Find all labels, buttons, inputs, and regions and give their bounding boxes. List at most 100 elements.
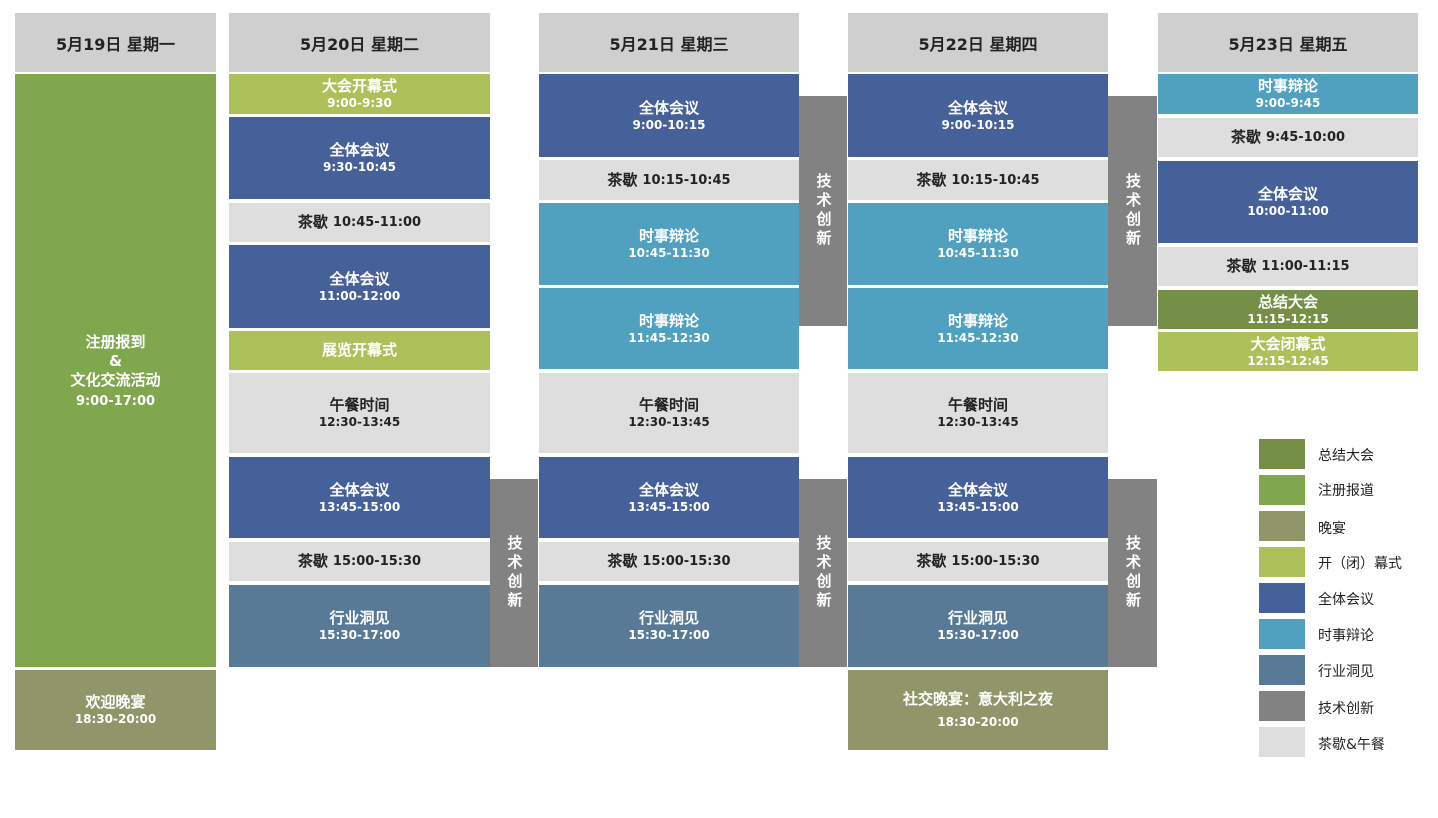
session-title: 总结大会 xyxy=(1257,292,1318,311)
session-registration: 注册报到 & 文化交流活动 9:00-17:00 xyxy=(15,74,216,667)
session-tech: 技术创新 xyxy=(490,479,538,667)
session-title: 行业洞见 xyxy=(947,609,1008,627)
session-tech: 技术创新 xyxy=(1108,96,1157,326)
session-time: 15:00-15:30 xyxy=(332,554,422,569)
session-time: 15:30-17:00 xyxy=(318,628,401,642)
session-title: 全体会议 xyxy=(329,480,390,499)
session-time: 10:45-11:30 xyxy=(937,246,1019,260)
session-title: 午餐时间 xyxy=(947,396,1008,414)
session-time: 11:45-12:30 xyxy=(628,330,710,345)
session-time: 9:00-9:30 xyxy=(327,96,392,110)
session-time: 11:00-12:00 xyxy=(318,288,401,303)
session-title: 全体会议 xyxy=(638,480,699,499)
session-title: 全体会议 xyxy=(947,98,1008,117)
session-tech: 技术创新 xyxy=(799,479,847,667)
session-time: 12:30-13:45 xyxy=(318,415,401,429)
day-header: 5月20日 星期二 xyxy=(229,13,490,72)
session-title: 午餐时间 xyxy=(638,396,699,414)
session-time: 10:00-11:00 xyxy=(1247,204,1329,218)
session-time: 13:45-15:00 xyxy=(318,499,401,514)
session-time: 18:30-20:00 xyxy=(937,715,1019,729)
day-header: 5月22日 星期四 xyxy=(848,13,1108,72)
day-label: 5月19日 星期一 xyxy=(56,34,175,54)
legend-swatch xyxy=(1259,511,1305,541)
session-title: 茶歇 xyxy=(1226,257,1257,275)
session-title: 茶歇 xyxy=(1230,128,1261,146)
session-title: 技术创新 xyxy=(814,173,833,249)
session-title: 全体会议 xyxy=(329,141,390,159)
session-title: 时事辩论 xyxy=(638,227,699,245)
session-time: 15:30-17:00 xyxy=(937,628,1019,642)
day-label: 5月21日 星期三 xyxy=(609,34,729,54)
session-title: 行业洞见 xyxy=(329,609,390,627)
session-time: 9:30-10:45 xyxy=(322,160,397,174)
session-title: 全体会议 xyxy=(329,269,390,288)
session-time: 15:00-15:30 xyxy=(951,554,1040,569)
session-title: 技术创新 xyxy=(814,535,833,611)
session-time: 9:45-10:00 xyxy=(1265,130,1346,145)
legend-label: 晚宴 xyxy=(1318,521,1346,537)
session-tea: 茶歇 10:45-11:00 xyxy=(229,203,490,242)
legend-label: 全体会议 xyxy=(1318,592,1374,608)
session-title: 茶歇 xyxy=(297,552,328,570)
session-tech: 技术创新 xyxy=(1108,479,1157,667)
day-label: 5月20日 星期二 xyxy=(300,34,419,54)
session-time: 10:45-11:30 xyxy=(628,246,710,260)
session-tech: 技术创新 xyxy=(799,96,847,326)
legend-label: 时事辩论 xyxy=(1318,628,1374,644)
session-title: 茶歇 xyxy=(607,170,638,189)
session-time: 11:15-12:15 xyxy=(1247,311,1329,326)
legend-swatch xyxy=(1259,727,1305,757)
session-title: 技术创新 xyxy=(505,535,524,611)
legend-swatch xyxy=(1259,475,1305,505)
session-title: 全体会议 xyxy=(1257,185,1318,203)
session-title: 时事辩论 xyxy=(947,227,1008,245)
session-time: 9:00-9:45 xyxy=(1255,96,1321,110)
day-header: 5月23日 星期五 xyxy=(1158,13,1418,72)
session-time: 10:15-10:45 xyxy=(951,172,1040,188)
session-time: 11:45-12:30 xyxy=(937,330,1019,345)
session-time: 10:15-10:45 xyxy=(642,172,731,188)
session-title: 技术创新 xyxy=(1124,173,1142,249)
session-time: 10:45-11:00 xyxy=(332,215,422,230)
legend-swatch xyxy=(1259,655,1305,685)
legend-swatch xyxy=(1259,547,1305,577)
session-time: 9:00-10:15 xyxy=(941,117,1015,132)
session-title: 全体会议 xyxy=(947,480,1008,499)
session-time: 13:45-15:00 xyxy=(628,499,710,514)
day-label: 5月22日 星期四 xyxy=(918,34,1038,54)
session-title: 展览开幕式 xyxy=(321,341,397,359)
session-time: 12:15-12:45 xyxy=(1247,353,1329,368)
session-time: 9:00-17:00 xyxy=(75,393,156,409)
session-title: & xyxy=(108,351,123,370)
session-title: 大会闭幕式 xyxy=(1250,334,1326,353)
legend-label: 注册报道 xyxy=(1318,483,1374,499)
session-title: 茶歇 xyxy=(297,213,328,231)
session-tea: 茶歇 9:45-10:00 xyxy=(1158,118,1418,157)
legend-swatch xyxy=(1259,691,1305,721)
